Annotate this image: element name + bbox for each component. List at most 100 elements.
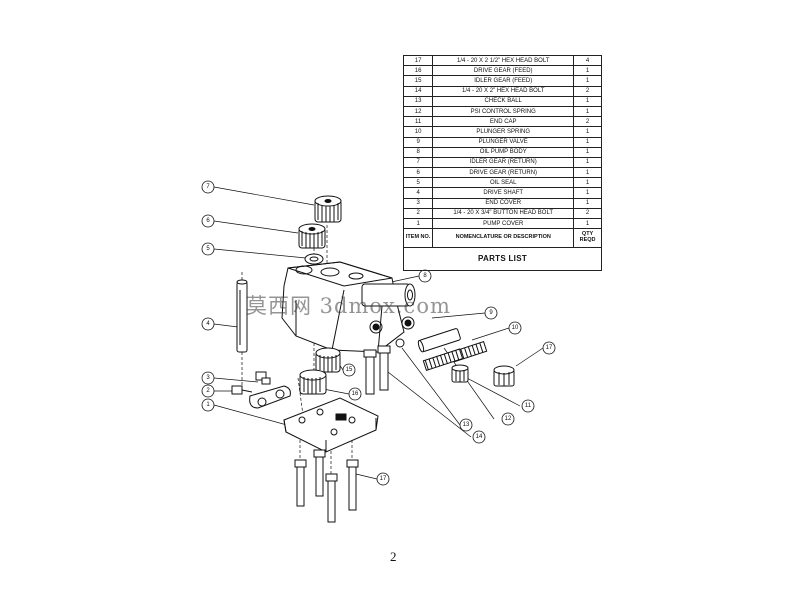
item-no-cell: 14 (402, 85, 434, 97)
pump-cover (283, 397, 379, 453)
qty-cell: 1 (573, 146, 602, 158)
drive-shaft (236, 279, 248, 353)
description-cell: IDLER GEAR (RETURN) (432, 156, 575, 169)
page-number: 2 (390, 549, 397, 564)
item-no-cell: 2 (402, 207, 434, 220)
qty-cell: 1 (573, 177, 602, 189)
qty-cell: 1 (573, 167, 602, 179)
qty-cell: 1 (573, 156, 602, 169)
callout-17-bottom: 17 (380, 476, 387, 482)
drive-gear-feed (299, 369, 327, 395)
psi-control-spring (422, 348, 464, 371)
callout-10: 10 (512, 325, 519, 331)
description-cell: OIL SEAL (432, 177, 575, 189)
description-cell: DRIVE GEAR (FEED) (432, 65, 575, 77)
header-qty: QTY REQD (573, 228, 602, 249)
item-no-cell: 10 (402, 126, 434, 138)
drive-gear-return (298, 223, 326, 249)
item-no-cell: 15 (402, 75, 434, 87)
item-no-cell: 7 (402, 156, 434, 169)
description-cell: DRIVE GEAR (RETURN) (432, 167, 575, 179)
callout-15: 15 (346, 367, 353, 373)
callout-13: 13 (463, 422, 470, 428)
callout-2: 2 (206, 388, 210, 394)
idler-gear-return (314, 195, 342, 223)
item-no-cell: 8 (402, 146, 434, 158)
callout-16: 16 (352, 391, 359, 397)
item-no-cell: 1 (402, 217, 434, 230)
callout-8: 8 (423, 273, 427, 279)
description-cell: PUMP COVER (432, 217, 575, 230)
callout-6: 6 (206, 218, 210, 224)
item-no-cell: 9 (402, 136, 434, 148)
description-cell: DRIVE SHAFT (432, 187, 575, 199)
callout-1: 1 (206, 402, 210, 408)
hex-bolt-2-5in-b (313, 449, 326, 497)
item-no-cell: 4 (402, 187, 434, 199)
end-cover (249, 385, 291, 409)
header-description: NOMENCLATURE OR DESCRIPTION (432, 228, 575, 249)
callout-12: 12 (505, 416, 512, 422)
qty-cell: 1 (573, 105, 602, 118)
item-no-cell: 3 (402, 197, 434, 209)
description-cell: PLUNGER SPRING (432, 126, 575, 138)
description-cell: 1/4 - 20 X 3/4" BUTTON HEAD BOLT (432, 207, 575, 220)
hex-bolt-2-5in-a (294, 459, 307, 507)
hex-bolt-2in-a (363, 349, 377, 395)
callout-14: 14 (476, 434, 483, 440)
item-no-cell: 13 (402, 95, 434, 107)
qty-cell: 2 (573, 207, 602, 220)
qty-cell: 1 (573, 187, 602, 199)
qty-cell: 2 (573, 85, 602, 97)
callout-5: 5 (206, 246, 210, 252)
description-cell: 1/4 - 20 X 2 1/2" HEX HEAD BOLT (432, 54, 575, 67)
qty-cell: 2 (573, 116, 602, 128)
item-no-cell: 11 (402, 116, 434, 128)
callout-9: 9 (489, 310, 493, 316)
description-cell: PLUNGER VALVE (432, 136, 575, 148)
parts-list-title: PARTS LIST (403, 247, 602, 272)
callout-7: 7 (206, 184, 210, 190)
description-cell: END COVER (432, 197, 575, 209)
description-cell: OIL PUMP BODY (432, 146, 575, 158)
description-cell: PSI CONTROL SPRING (432, 105, 575, 118)
callout-17-top: 17 (546, 345, 553, 351)
qty-cell: 1 (573, 126, 602, 138)
qty-cell: 4 (573, 54, 602, 67)
description-cell: IDLER GEAR (FEED) (432, 75, 575, 87)
hex-bolt-2-5in-c (325, 473, 338, 523)
qty-cell: 1 (573, 75, 602, 87)
header-item-no: ITEM NO. (402, 228, 434, 249)
end-cap-a (451, 364, 469, 383)
item-no-cell: 12 (402, 105, 434, 118)
qty-cell: 1 (573, 197, 602, 209)
qty-cell: 1 (573, 136, 602, 148)
item-no-cell: 6 (402, 167, 434, 179)
callout-4: 4 (206, 321, 210, 327)
callout-3: 3 (206, 375, 210, 381)
idler-gear-feed (315, 347, 341, 373)
hex-bolt-2-5in-d (346, 459, 359, 511)
watermark: 莫西网 3dmox.com (246, 294, 451, 318)
description-cell: 1/4 - 20 X 2" HEX HEAD BOLT (432, 85, 575, 97)
callout-11: 11 (525, 403, 532, 409)
end-cap-b (493, 365, 515, 387)
item-no-cell: 16 (402, 65, 434, 77)
